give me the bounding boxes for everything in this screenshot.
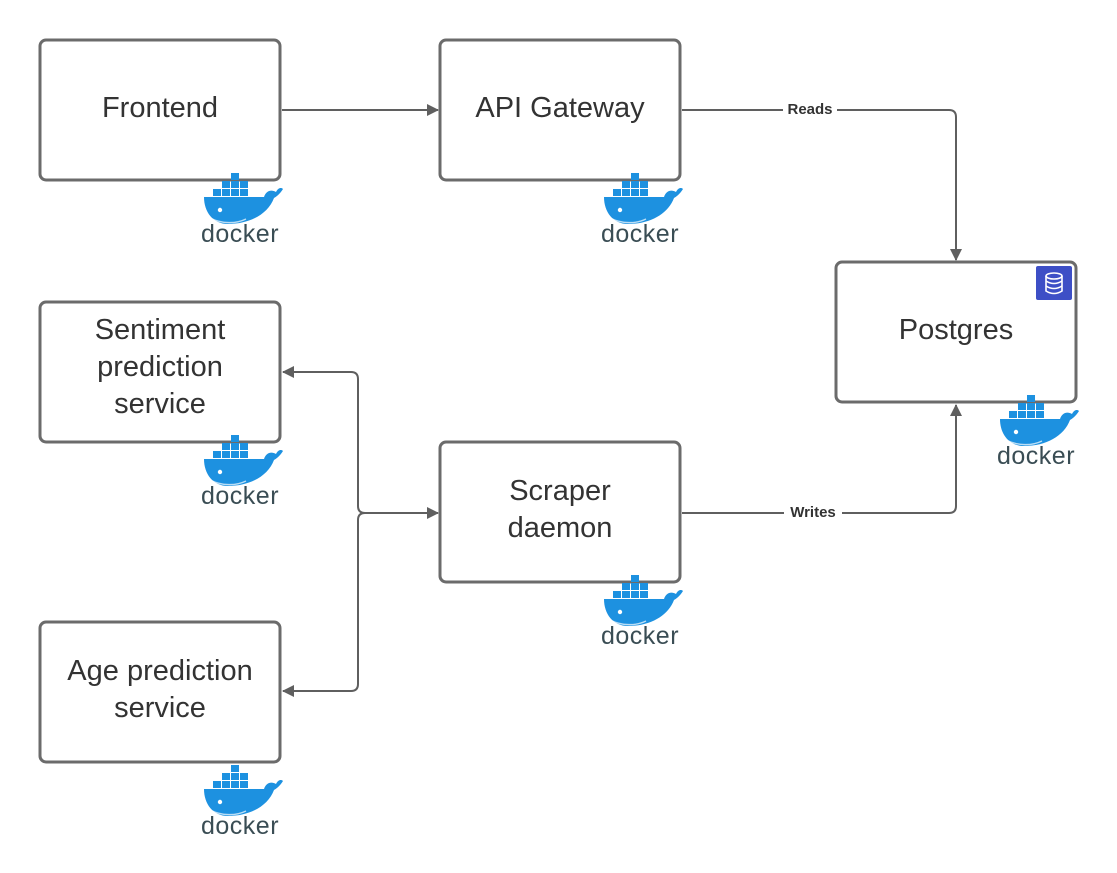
docker-logo-icon: docker (601, 574, 684, 650)
node-label-line: Age prediction (67, 655, 252, 687)
node-label: Postgres (899, 314, 1013, 346)
edge-age-connector (350, 512, 366, 692)
node-label: API Gateway (475, 92, 645, 124)
svg-text:docker: docker (601, 622, 679, 650)
docker-logo-icon: docker (201, 172, 284, 248)
database-icon (1036, 266, 1072, 300)
svg-text:docker: docker (201, 482, 279, 510)
edge-scraper-to-postgres (682, 404, 962, 514)
svg-text:docker: docker (601, 220, 679, 248)
reads-label-bg (783, 99, 837, 119)
svg-text:docker: docker (201, 220, 279, 248)
node-label: Frontend (102, 92, 218, 124)
docker-logo-icon: docker (201, 434, 284, 510)
writes-label-bg (784, 502, 842, 522)
svg-text:docker: docker (997, 442, 1075, 470)
docker-logo-icon: docker (997, 394, 1080, 470)
node-label-line: Sentiment (95, 314, 226, 346)
node-api-gateway: API Gateway (438, 38, 682, 182)
svg-text:docker: docker (201, 812, 279, 840)
node-label-line: Scraper (509, 475, 611, 507)
edge-label-reads: Reads (787, 101, 832, 118)
node-scraper-daemon: Scraper daemon (438, 440, 682, 584)
node-postgres: Postgres (834, 260, 1078, 404)
node-age-prediction-service: Age prediction service (38, 620, 282, 764)
node-label-line: prediction (97, 351, 223, 383)
edge-label-writes: Writes (790, 504, 836, 521)
docker-logo-icon: docker (201, 764, 284, 840)
node-label-line: service (114, 388, 206, 420)
node-sentiment-prediction-service: Sentiment prediction service (38, 300, 282, 444)
docker-logo-icon: docker (601, 172, 684, 248)
edge-sentiment-connector (350, 371, 366, 514)
node-frontend: Frontend (38, 38, 282, 182)
node-label-line: daemon (508, 512, 613, 544)
node-label-line: service (114, 692, 206, 724)
edge-api-gateway-to-postgres (682, 109, 962, 261)
